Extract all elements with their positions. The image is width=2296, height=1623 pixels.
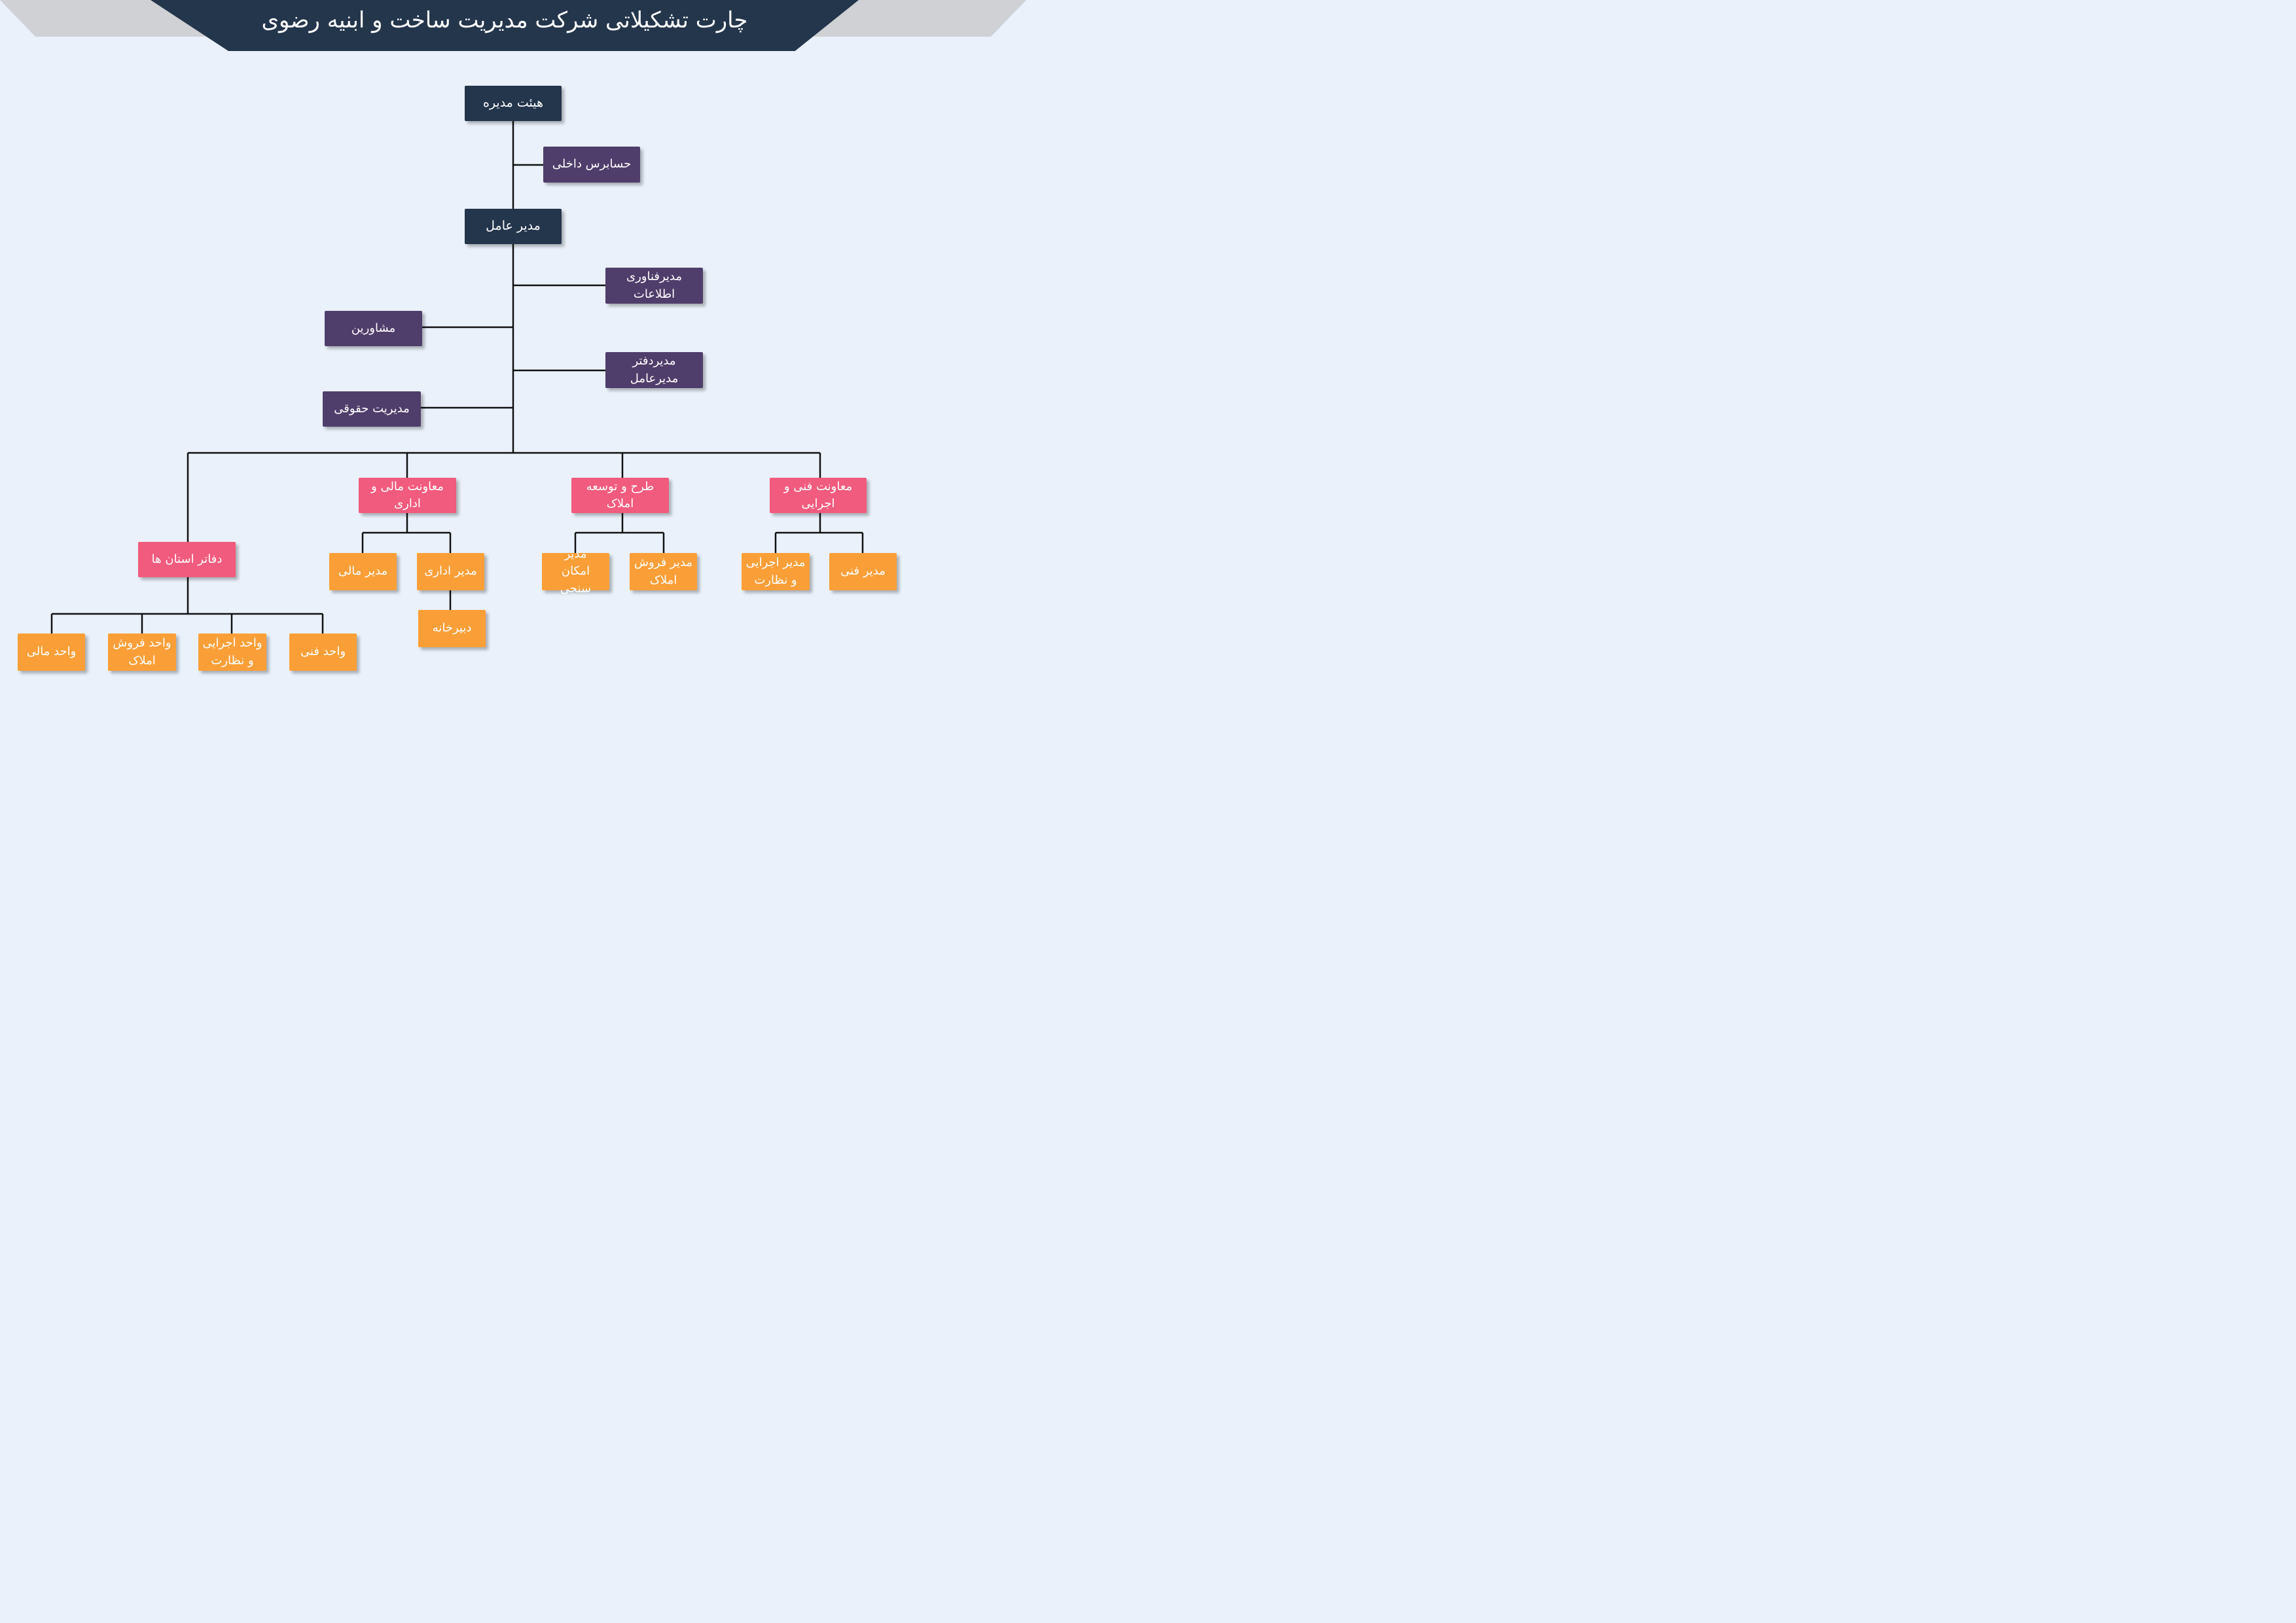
admin-manager: مدیر اداری: [417, 553, 484, 590]
unit-finance: واحد مالی: [18, 633, 85, 671]
technical-executive-deputy: معاونت فنی و اجرایی: [770, 478, 867, 513]
it-manager: مدیرفناوری اطلاعات: [605, 268, 703, 304]
unit-property-sales: واحد فروش املاک: [108, 633, 176, 671]
execution-supervision-manager: مدیر اجرایی و نظارت: [742, 553, 810, 590]
ceo-office-manager: مدیردفتر مدیرعامل: [605, 352, 703, 388]
feasibility-manager: مدیر امکان سنجی: [542, 547, 609, 596]
page-title: چارت تشکیلاتی شرکت مدیریت ساخت و ابنیه ر…: [261, 7, 748, 33]
technical-manager: مدیر فنی: [829, 553, 897, 590]
secretariat: دبیرخانه: [418, 610, 486, 647]
legal-management: مدیریت حقوقی: [323, 391, 421, 427]
finance-admin-deputy: معاونت مالی و اداری: [359, 478, 456, 513]
advisors: مشاورین: [325, 311, 422, 346]
ceo: مدیر عامل: [465, 209, 562, 244]
connector-lines: [50, 121, 864, 633]
property-development: طرح و توسعه املاک: [571, 478, 669, 513]
header-banner: [151, 0, 859, 51]
provincial-offices: دفاتر استان ها: [138, 542, 236, 577]
board-of-directors: هیئت مدیره: [465, 86, 562, 121]
property-sales-manager: مدیر فروش املاک: [630, 553, 697, 590]
financial-manager: مدیر مالی: [329, 553, 397, 590]
unit-execution-supervision: واحد اجرایی و نظارت: [198, 633, 266, 671]
internal-auditor: حسابرس داخلی: [543, 147, 640, 183]
unit-technical: واحد فنی: [289, 633, 357, 671]
